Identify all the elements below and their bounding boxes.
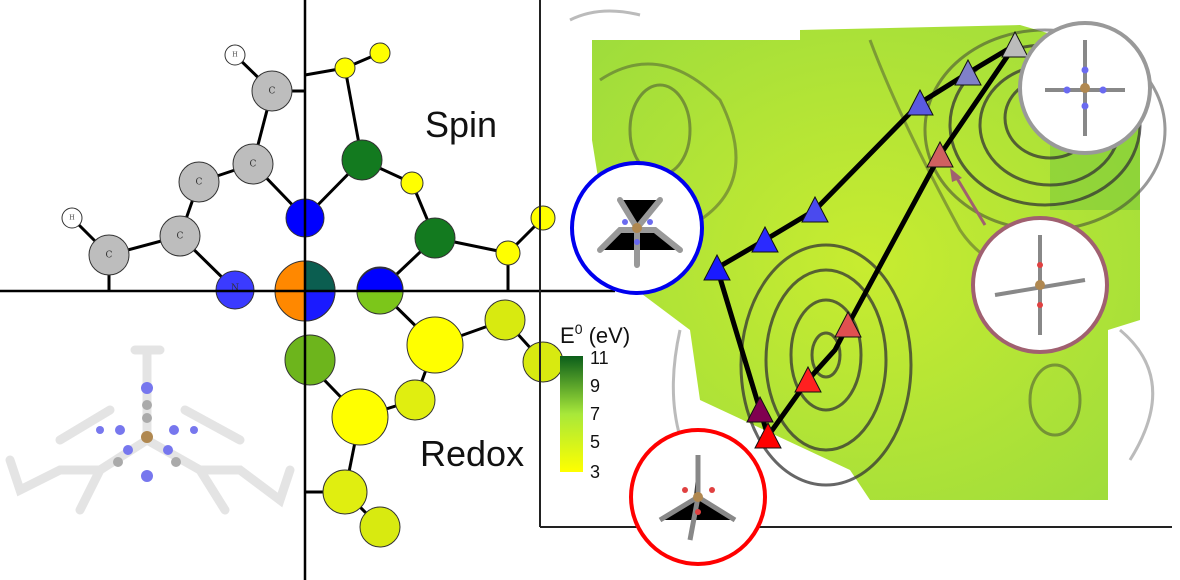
svg-text:N: N: [231, 284, 239, 294]
inset-blue-molecule: [570, 161, 704, 295]
redox-metal-node: [304, 290, 336, 322]
redox-label: Redox: [420, 433, 524, 474]
svg-text:C: C: [177, 232, 184, 242]
carbon-atom: [88, 234, 130, 276]
inset-pointer-arrow: [953, 174, 987, 226]
svg-text:C: C: [106, 251, 113, 261]
path-markers: [703, 30, 1029, 449]
atoms: [61, 42, 564, 548]
inset-red-molecule: [629, 428, 767, 566]
svg-text:H: H: [69, 215, 74, 222]
colorbar: E0 (eV) 11 9 7 5 3: [560, 321, 630, 482]
svg-text:11: 11: [590, 348, 609, 368]
inset-gray-molecule: [1018, 21, 1152, 155]
carbon-atom: [159, 215, 201, 257]
svg-text:H: H: [232, 52, 237, 59]
molecule-3d-render: [5, 345, 295, 515]
hydrogen-atom: [224, 44, 246, 66]
svg-text:C: C: [250, 160, 257, 170]
svg-text:C: C: [196, 178, 203, 188]
molecular-graph-panel: H H C C C C C N Spin Redox: [0, 0, 615, 580]
svg-text:C: C: [269, 87, 276, 97]
colorbar-title: E0 (eV): [560, 321, 630, 348]
metal-center-render: [96, 382, 198, 482]
energy-landscape: [539, 0, 1172, 566]
svg-text:9: 9: [590, 376, 600, 396]
carbon-atom: [251, 70, 293, 112]
svg-text:3: 3: [590, 462, 600, 482]
spin-label: Spin: [425, 104, 497, 145]
spin-metal-node: [304, 260, 336, 292]
svg-text:7: 7: [590, 404, 600, 424]
colorbar-gradient: [560, 356, 583, 472]
carbon-atom: [178, 161, 220, 203]
colorbar-ticks: 11 9 7 5 3: [590, 348, 609, 482]
carbon-atom: [232, 143, 274, 185]
inset-mauve-molecule: [971, 216, 1109, 354]
atom-labels: H H C C C C C N: [69, 52, 275, 294]
hydrogen-atom: [61, 207, 83, 229]
property-heatmap: [592, 25, 1140, 500]
svg-text:5: 5: [590, 432, 600, 452]
